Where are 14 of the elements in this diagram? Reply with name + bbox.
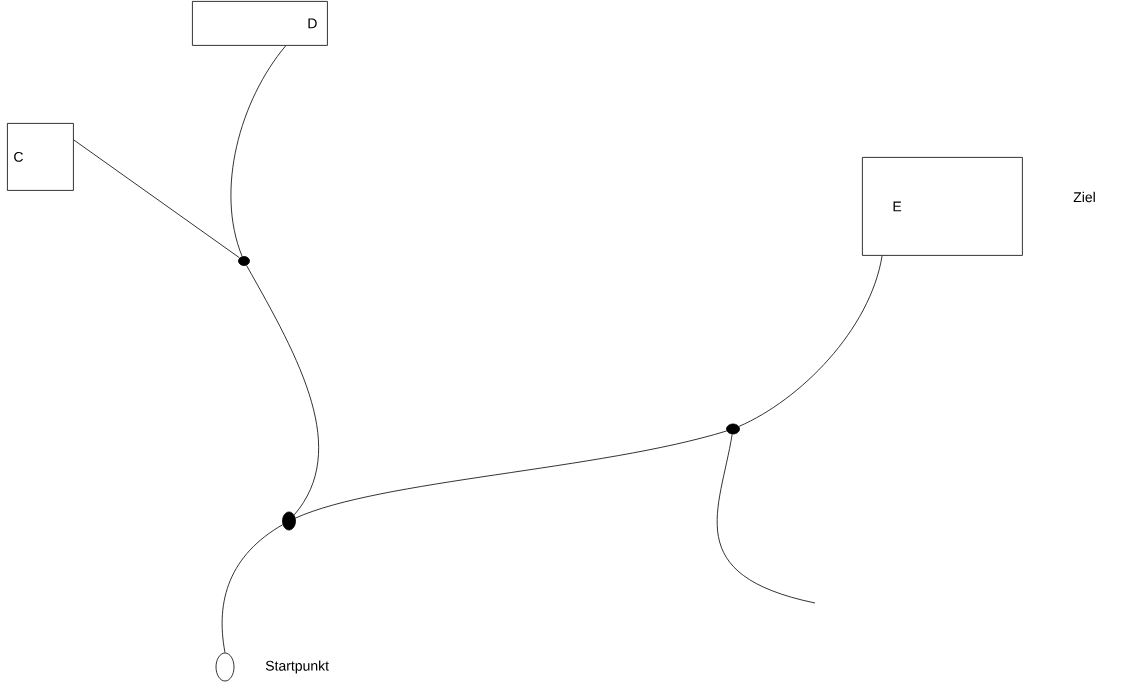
node-label: Ziel (1073, 191, 1095, 203)
junction-dot (282, 511, 296, 531)
connector-line (73, 139, 240, 259)
text-box: D (192, 1, 328, 46)
text-box: C (7, 123, 74, 191)
connector-line (716, 433, 816, 604)
start-circle (215, 652, 235, 682)
node-label: Startpunkt (265, 660, 329, 674)
connector-line (230, 45, 287, 257)
connector-line (246, 265, 319, 516)
connector-line (295, 430, 727, 519)
text-box: E (862, 157, 1023, 256)
connector-line (738, 255, 883, 427)
connector-line (221, 524, 284, 653)
